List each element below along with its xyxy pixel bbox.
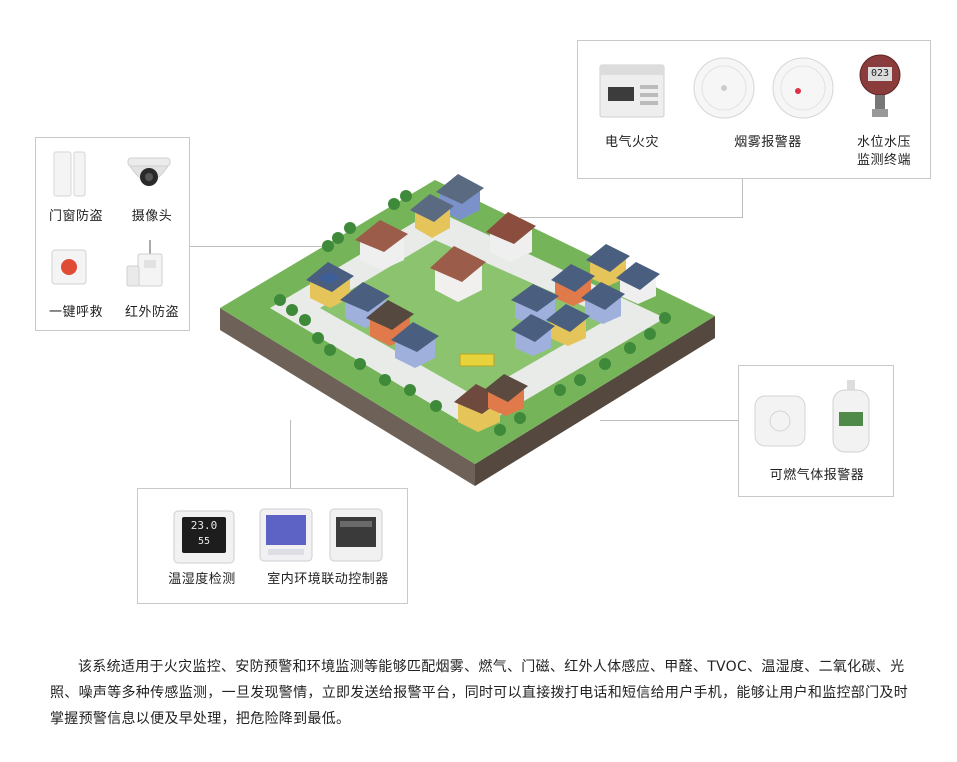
gas-detector-icon	[832, 380, 870, 453]
house	[546, 304, 590, 346]
trees	[274, 190, 671, 436]
label-electric-fire: 电气火灾	[604, 135, 659, 150]
gauge-reading: 023	[870, 68, 890, 79]
ground-side-right	[475, 316, 715, 486]
label-panic-button: 一键呼救	[48, 305, 103, 320]
gas-detector-icon	[754, 395, 806, 447]
gas-alarm-card: 可燃气体报警器	[738, 365, 894, 497]
water-pressure-gauge-icon: 023	[858, 53, 902, 127]
house	[484, 374, 528, 416]
house	[306, 262, 354, 308]
security-devices-card: 门窗防盗 摄像头 一键呼救 红外防盗	[35, 137, 190, 331]
label-door-window: 门窗防盗	[48, 209, 103, 224]
environment-card: 23.0 55 温湿度检测 室内环境联动控制器	[137, 488, 408, 604]
house	[391, 322, 439, 368]
thermo-reading-1: 23.0	[190, 519, 218, 532]
description-text: 该系统适用于火灾监控、安防预警和环境监测等能够匹配烟雾、燃气、门磁、红外人体感应…	[50, 659, 908, 727]
house	[511, 314, 555, 356]
smoke-alarm-icon	[772, 57, 834, 119]
label-temp-humidity: 温湿度检测	[168, 572, 236, 587]
house	[616, 262, 660, 304]
lawn	[320, 240, 610, 396]
label-camera: 摄像头	[131, 209, 173, 224]
bus	[459, 353, 495, 367]
panic-button-icon	[51, 249, 87, 285]
connector-line	[742, 178, 743, 218]
connector-line	[520, 217, 743, 218]
label-water-level-1: 水位水压	[856, 135, 911, 150]
house	[410, 194, 454, 238]
label-smoke-alarm: 烟雾报警器	[734, 135, 802, 150]
house	[430, 246, 486, 302]
security-camera-icon	[127, 157, 171, 186]
label-water-level-2: 监测终端	[856, 153, 911, 168]
house	[581, 282, 625, 324]
label-infrared: 红外防盗	[124, 305, 179, 320]
env-controller-icon	[259, 508, 313, 562]
thermo-reading-2: 55	[197, 536, 211, 547]
connector-line	[290, 420, 291, 488]
door-sensor-icon	[53, 151, 86, 197]
label-env-controller: 室内环境联动控制器	[267, 572, 389, 587]
house	[511, 284, 559, 326]
electric-fire-monitor-icon	[599, 64, 665, 118]
env-controller-icon	[329, 508, 383, 562]
thermo-hygrometer-icon: 23.0 55	[172, 509, 236, 565]
house	[355, 220, 408, 270]
ground-side-left	[220, 308, 475, 486]
infrared-sensor-icon	[126, 240, 163, 287]
community-illustration	[220, 174, 715, 486]
connector-line	[600, 420, 738, 421]
house	[486, 212, 536, 262]
house	[586, 244, 630, 286]
smoke-alarm-icon	[693, 57, 755, 119]
system-description: 该系统适用于火灾监控、安防预警和环境监测等能够匹配烟雾、燃气、门磁、红外人体感应…	[50, 654, 920, 732]
house	[551, 264, 595, 306]
fire-monitoring-card: 电气火灾 烟雾报警器 023 水位水压 监测终端	[577, 40, 931, 179]
connector-line	[190, 246, 340, 247]
label-gas-alarm: 可燃气体报警器	[769, 468, 865, 483]
